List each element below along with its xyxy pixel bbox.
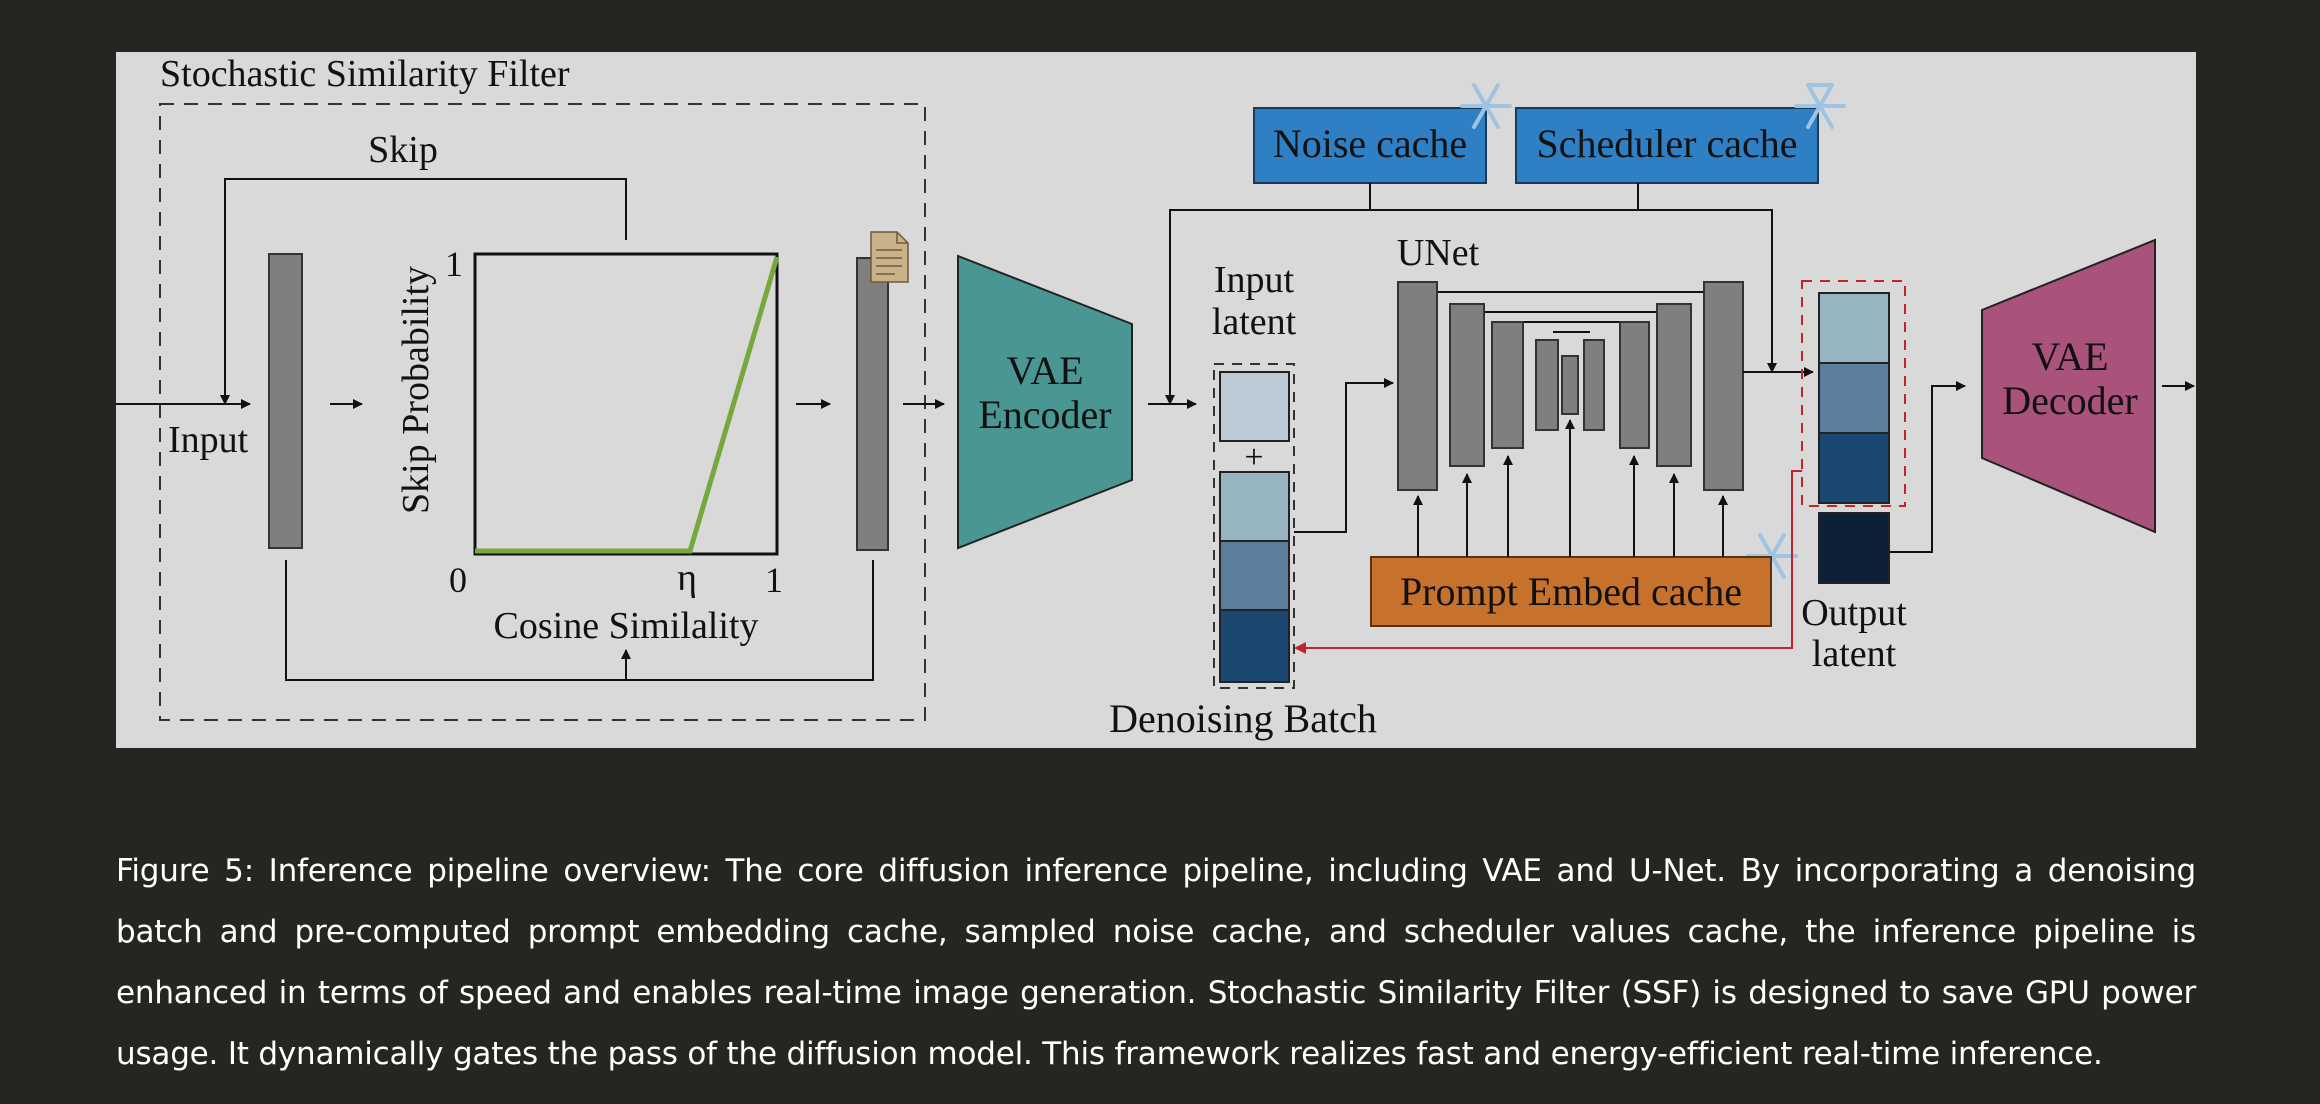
noise-cache-box: [1253, 107, 1487, 184]
ssf-dashed-box: [159, 103, 926, 721]
scheduler-cache-box: [1515, 107, 1819, 184]
snowflake-icon: [1794, 83, 1846, 129]
batch-latent-1: [1219, 471, 1290, 542]
output-latent-2: [1818, 362, 1890, 434]
input-latent-label-1: Input: [1214, 259, 1295, 301]
skip-probability-curve: [475, 256, 780, 554]
unet-block: [1656, 303, 1692, 467]
snowflake-icon: [1460, 83, 1512, 129]
ssf-bottom-loop: [285, 560, 874, 681]
input-label: Input: [168, 419, 249, 461]
feedback-arrow: [1294, 470, 1802, 654]
output-to-decoder: [1889, 381, 1966, 553]
noise-cache-connector: [1165, 183, 1371, 405]
ssf-input-bar: [268, 253, 303, 549]
batch-to-unet: [1294, 378, 1394, 533]
chart-ytick-top: 1: [445, 244, 463, 284]
unet-block: [1449, 303, 1485, 467]
vae-decoder-label-1: VAE: [2031, 334, 2108, 379]
batch-latent-3: [1219, 609, 1290, 683]
chart-ylabel: Skip Probability: [395, 266, 437, 514]
pipeline-diagram: Stochastic Similarity Filter Skip Input …: [116, 52, 2196, 748]
output-latent-3: [1818, 432, 1890, 504]
unet-block: [1561, 355, 1579, 415]
ssf-title: Stochastic Similarity Filter: [160, 53, 570, 95]
unet-label: UNet: [1397, 232, 1480, 274]
noise-cache-label: Noise cache: [1273, 121, 1467, 166]
skip-probability-chart: Skip Probability 1 0 η 1 Cosine Similali…: [395, 244, 783, 647]
vae-encoder-label-1: VAE: [1006, 348, 1083, 393]
denoising-batch-dashed: [1213, 363, 1295, 689]
chart-xtick-zero: 0: [449, 560, 467, 600]
chart-xtick-one: 1: [765, 560, 783, 600]
unet-block: [1397, 281, 1438, 491]
unet-block: [1491, 321, 1524, 449]
plus-sign: +: [1244, 439, 1263, 476]
vae-decoder: [1981, 238, 2156, 534]
batch-latent-2: [1219, 540, 1290, 611]
unet-block: [1703, 281, 1744, 491]
output-latent-1: [1818, 292, 1890, 364]
vae-decoder-label-2: Decoder: [2002, 378, 2137, 423]
figure-caption: Figure 5: Inference pipeline overview: T…: [116, 853, 2196, 1072]
skip-label: Skip: [368, 129, 438, 171]
scheduler-cache-label: Scheduler cache: [1537, 121, 1798, 166]
output-latent-label-1: Output: [1801, 592, 1907, 634]
unet-block: [1619, 321, 1650, 449]
input-latent-block: [1219, 371, 1290, 442]
chart-xlabel: Cosine Similality: [494, 605, 759, 647]
unet-block: [1535, 339, 1559, 431]
output-latent-final: [1818, 512, 1890, 584]
vae-encoder: [957, 254, 1133, 550]
input-latent-label-2: latent: [1212, 301, 1297, 343]
chart-frame: [473, 252, 779, 556]
prompt-cache-arrows: [1413, 419, 1728, 557]
unet-skip-connections: [1437, 291, 1704, 333]
output-latent-dashed: [1801, 280, 1906, 507]
vae-encoder-label-2: Encoder: [978, 392, 1111, 437]
scheduler-cache-connector: [1637, 183, 1777, 373]
output-latent-label-2: latent: [1812, 633, 1897, 675]
unet-blocks: [1397, 281, 1744, 491]
chart-xtick-eta: η: [677, 557, 697, 599]
unet-block: [1583, 339, 1605, 431]
ssf-output-bar: [856, 257, 889, 551]
skip-path: [220, 178, 627, 405]
prompt-embed-cache-label: Prompt Embed cache: [1400, 569, 1742, 614]
denoising-batch-label: Denoising Batch: [1109, 696, 1377, 741]
document-icon: [870, 231, 909, 283]
